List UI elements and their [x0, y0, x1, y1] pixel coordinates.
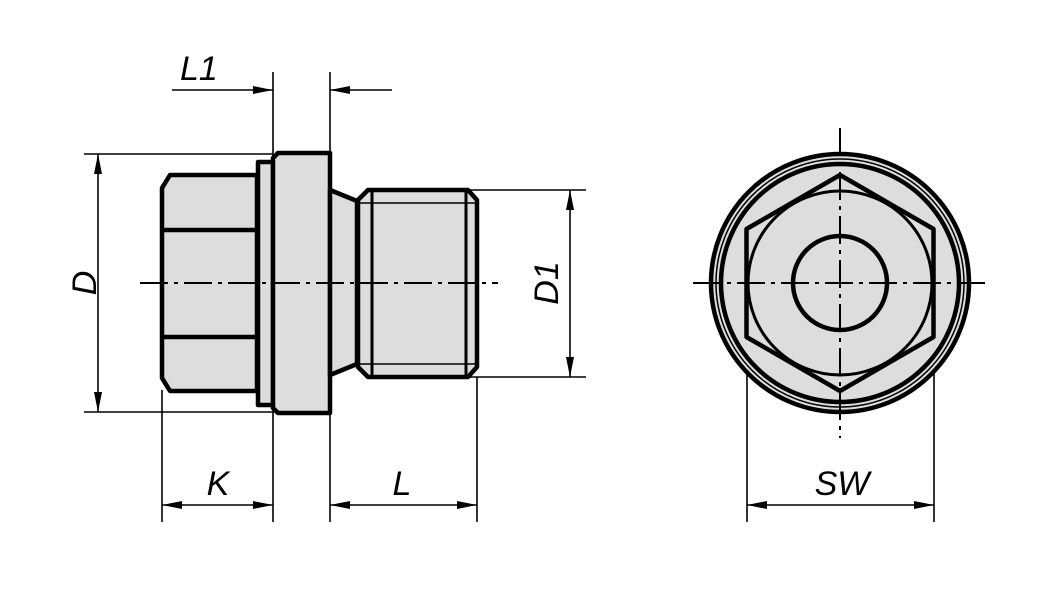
dimension-D: D — [66, 154, 104, 412]
label-L: L — [393, 465, 412, 503]
front-view: SW — [693, 128, 988, 522]
dimension-K: K — [162, 465, 273, 509]
label-D1: D1 — [528, 261, 566, 304]
dimension-L: L — [330, 465, 477, 509]
label-SW: SW — [815, 465, 873, 503]
label-L1: L1 — [180, 50, 218, 88]
dimension-D1: D1 — [528, 190, 574, 377]
label-K: K — [207, 465, 231, 503]
dimension-SW: SW — [747, 465, 934, 509]
dimension-L1: L1 — [172, 50, 392, 94]
collar — [270, 150, 333, 416]
side-view: L1 D D1 K L — [66, 50, 586, 522]
label-D: D — [66, 271, 104, 296]
